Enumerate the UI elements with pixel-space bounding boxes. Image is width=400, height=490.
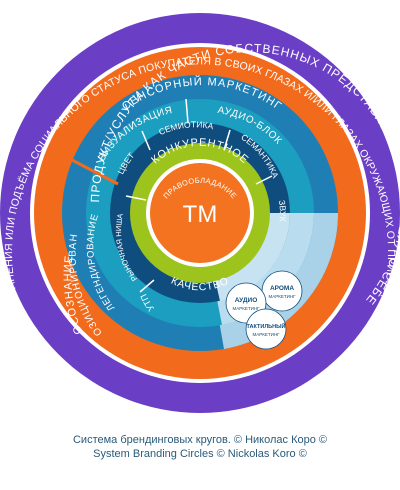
segment-divider [223,129,231,151]
orange-divider-line [71,158,119,186]
tactile-marketing-bubble: ТАКТИЛЬНЫЙ МАРКЕТИНГ [245,308,287,350]
caption-line-ru: Система брендинговых кругов. © Николас К… [72,434,328,446]
segment-divider [125,195,147,201]
svg-text:МАРКЕТИНГ: МАРКЕТИНГ [268,294,296,299]
segment-divider [185,98,189,124]
branding-circles-diagram: ОЖИДАНИЕ СОХРАНЕНИЯ ИЛИ ПОДЪЁМА СОЦИАЛЬН… [0,13,400,413]
core-orange-circle [150,163,250,263]
svg-text:АРОМА: АРОМА [270,285,294,292]
segment-divider [255,175,273,185]
segment-sound-label: ЗВУК [277,199,288,222]
svg-text:АУДИО: АУДИО [235,297,258,304]
segment-divider [139,279,155,293]
segment-divider [141,130,151,151]
svg-text:МАРКЕТИНГ: МАРКЕТИНГ [252,332,280,337]
svg-text:МАРКЕТИНГ: МАРКЕТИНГ [232,306,260,311]
core-tm-label: ТМ [183,201,218,228]
caption-line-en: System Branding Circles © Nickolas Koro … [93,448,307,460]
green-ring-bottom-label: КАЧЕСТВО [169,275,231,294]
aroma-marketing-bubble: АРОМА МАРКЕТИНГ [261,270,303,312]
svg-text:ТАКТИЛЬНЫЙ: ТАКТИЛЬНЫЙ [247,322,286,330]
